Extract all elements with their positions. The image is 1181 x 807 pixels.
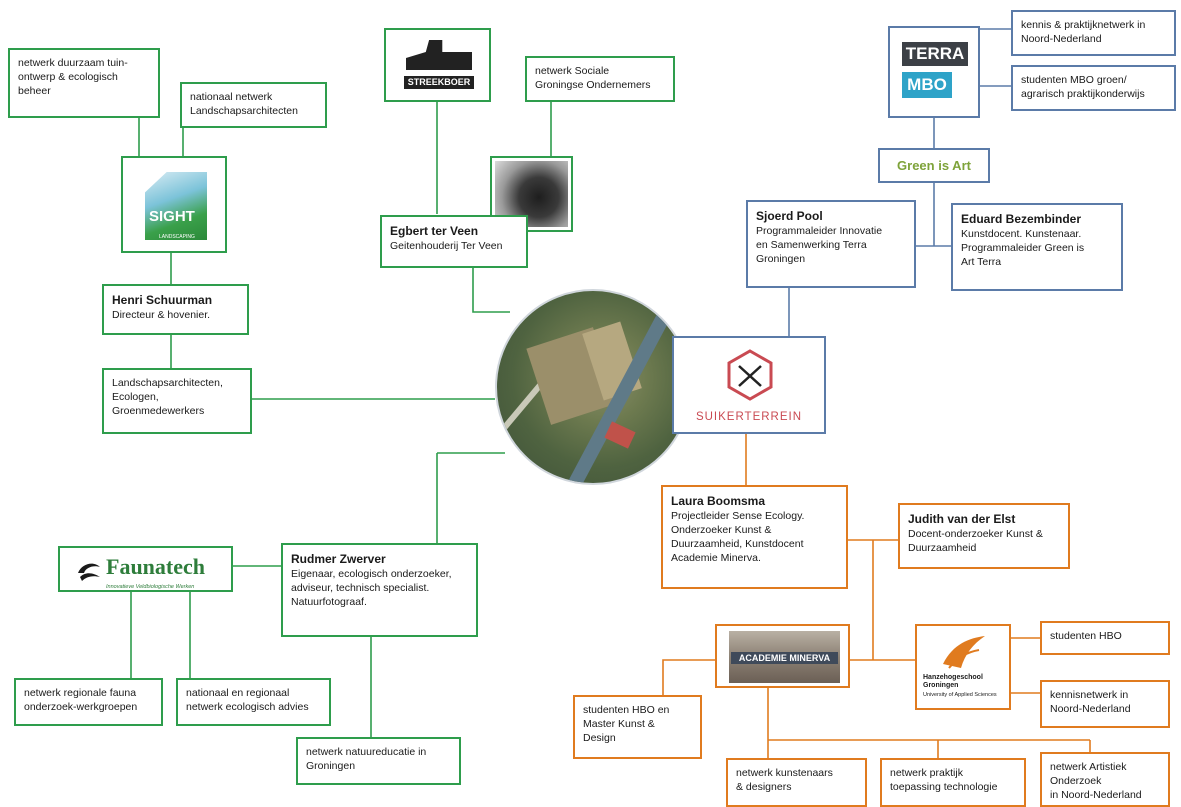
studenten-master-text: studenten HBO en Master Kunst & Design <box>583 704 670 744</box>
faunatech-text: Faunatech <box>106 554 205 579</box>
eduard-box: Eduard Bezembinder Kunstdocent. Kunstena… <box>951 203 1123 291</box>
landschap-national-box: nationaal netwerk Landschapsarchitecten <box>180 82 327 128</box>
nationaal-eco-box: nationaal en regionaal netwerk ecologisc… <box>176 678 331 726</box>
hanze-name: Hanzehogeschool Groningen <box>923 674 983 689</box>
rudmer-role: Eigenaar, ecologisch onderzoeker, advise… <box>291 568 452 608</box>
kennisnetwerk-box: kennisnetwerk in Noord-Nederland <box>1040 680 1170 728</box>
hanze-sub: University of Applied Sciences <box>923 692 997 698</box>
minerva-sign: ACADEMIE MINERVA <box>731 652 838 664</box>
sjoerd-box: Sjoerd Pool Programmaleider Innovatie en… <box>746 200 916 288</box>
kennis-praktijk-box: kennis & praktijknetwerk in Noord-Nederl… <box>1011 10 1176 56</box>
eduard-role: Kunstdocent. Kunstenaar. Programmaleider… <box>961 228 1085 268</box>
studenten-mbo-text: studenten MBO groen/ agrarisch praktijko… <box>1021 74 1145 100</box>
regionale-fauna-box: netwerk regionale fauna onderzoek-werkgr… <box>14 678 163 726</box>
egbert-role: Geitenhouderij Ter Veen <box>390 240 503 252</box>
faunatech-logo-icon <box>78 563 100 581</box>
artistiek-text: netwerk Artistiek Onderzoek in Noord-Ned… <box>1050 761 1142 801</box>
minerva-photo-box: ACADEMIE MINERVA <box>715 624 850 688</box>
hanze-logo-box: Hanzehogeschool Groningen University of … <box>915 624 1011 710</box>
duurzaam-network-text: netwerk duurzaam tuin- ontwerp & ecologi… <box>18 57 128 97</box>
praktijk-text: netwerk praktijk toepassing technologie <box>890 767 998 793</box>
sight-logo-sub: LANDSCAPING <box>159 234 195 240</box>
egbert-box: Egbert ter Veen Geitenhouderij Ter Veen <box>380 215 528 268</box>
natuureducatie-box: netwerk natuureducatie in Groningen <box>296 737 461 785</box>
studenten-mbo-box: studenten MBO groen/ agrarisch praktijko… <box>1011 65 1176 111</box>
rudmer-name: Rudmer Zwerver <box>291 552 386 566</box>
henri-role: Directeur & hovenier. <box>112 309 211 321</box>
natuureducatie-text: netwerk natuureducatie in Groningen <box>306 746 427 772</box>
kunstenaars-box: netwerk kunstenaars & designers <box>726 758 867 807</box>
sociale-network-text: netwerk Sociale Groningse Ondernemers <box>535 65 651 91</box>
sight-logo-box: SIGHT LANDSCAPING <box>121 156 227 253</box>
eduard-name: Eduard Bezembinder <box>961 212 1082 226</box>
egbert-name: Egbert ter Veen <box>390 224 479 238</box>
nationaal-eco-text: nationaal en regionaal netwerk ecologisc… <box>186 687 309 713</box>
judith-name: Judith van der Elst <box>908 512 1016 526</box>
hanze-flame-icon <box>943 636 985 669</box>
mbo-label: MBO <box>902 72 952 98</box>
green-is-art-label: Green is Art <box>897 158 971 173</box>
rudmer-box: Rudmer Zwerver Eigenaar, ecologisch onde… <box>281 543 478 637</box>
duurzaam-network-box: netwerk duurzaam tuin- ontwerp & ecologi… <box>8 48 160 118</box>
laura-role: Projectleider Sense Ecology. Onderzoeker… <box>671 510 805 564</box>
studenten-hbo-text: studenten HBO <box>1050 630 1122 642</box>
sociale-network-box: netwerk Sociale Groningse Ondernemers <box>525 56 675 102</box>
streekboer-logo-box: STREEKBOER <box>384 28 491 102</box>
landschap-national-text: nationaal netwerk Landschapsarchitecten <box>190 91 298 117</box>
kennis-praktijk-text: kennis & praktijknetwerk in Noord-Nederl… <box>1021 19 1146 45</box>
hexagon-logo-icon <box>727 349 773 401</box>
suikerterrein-logo-box: SUIKERTERREIN <box>672 336 826 434</box>
kennisnetwerk-text: kennisnetwerk in Noord-Nederland <box>1050 689 1131 715</box>
terra-mbo-logo-box: TERRA MBO <box>888 26 980 118</box>
sjoerd-role: Programmaleider Innovatie en Samenwerkin… <box>756 225 883 265</box>
kunstenaars-text: netwerk kunstenaars & designers <box>736 767 833 793</box>
faunatech-logo-box: Faunatech Innovatieve Veldbiologische We… <box>58 546 233 592</box>
henri-box: Henri Schuurman Directeur & hovenier. <box>102 284 249 335</box>
regionale-fauna-text: netwerk regionale fauna onderzoek-werkgr… <box>24 687 138 713</box>
studenten-hbo-box: studenten HBO <box>1040 621 1170 655</box>
aerial-photo <box>495 289 691 485</box>
sjoerd-name: Sjoerd Pool <box>756 209 823 223</box>
henri-name: Henri Schuurman <box>112 293 213 307</box>
judith-role: Docent-onderzoeker Kunst & Duurzaamheid <box>908 528 1043 554</box>
faunatech-sub: Innovatieve Veldbiologische Werken <box>106 584 195 590</box>
terra-label: TERRA <box>902 42 968 66</box>
landschap-ecologen-text: Landschapsarchitecten, Ecologen, Groenme… <box>112 377 223 417</box>
green-is-art-box: Green is Art <box>878 148 990 183</box>
judith-box: Judith van der Elst Docent-onderzoeker K… <box>898 503 1070 569</box>
laura-name: Laura Boomsma <box>671 494 766 508</box>
studenten-master-box: studenten HBO en Master Kunst & Design <box>573 695 702 759</box>
suikerterrein-label: SUIKERTERREIN <box>695 411 803 423</box>
streekboer-label: STREEKBOER <box>404 76 474 89</box>
artistiek-box: netwerk Artistiek Onderzoek in Noord-Ned… <box>1040 752 1170 807</box>
laura-box: Laura Boomsma Projectleider Sense Ecolog… <box>661 485 848 589</box>
praktijk-box: netwerk praktijk toepassing technologie <box>880 758 1026 807</box>
tractor-icon <box>406 40 472 70</box>
landschap-ecologen-box: Landschapsarchitecten, Ecologen, Groenme… <box>102 368 252 434</box>
sight-logo-text: SIGHT <box>149 208 195 225</box>
sight-logo-icon <box>145 172 207 240</box>
